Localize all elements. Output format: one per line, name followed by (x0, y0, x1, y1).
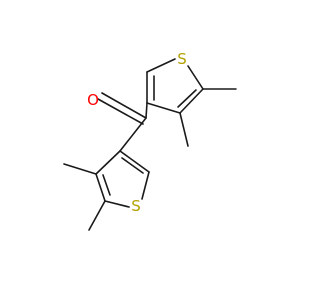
bond-upper-c5-c4-inner (177, 89, 197, 108)
bond-upper-methyl-c4 (179, 112, 189, 147)
atom-sulfur-top: S (177, 50, 187, 68)
bond-upper-c2-s (146, 58, 176, 73)
bond-lower-c4-c3 (95, 150, 121, 175)
molecule-canvas: O S S (63, 50, 237, 231)
atom-labels: O S S (87, 50, 187, 215)
molecule-structure: O S S (63, 50, 237, 231)
bond-carbonyl-upper-ring (145, 102, 148, 119)
bond-lower-methyl-c5 (88, 200, 106, 231)
atom-sulfur-bottom: S (131, 197, 141, 215)
bond-carbonyl-o-1 (101, 92, 147, 119)
bond-upper-c5-c4 (179, 88, 204, 114)
bonds (63, 58, 237, 231)
bond-lower-c3-c2 (119, 150, 150, 173)
bond-upper-c4-c3 (146, 102, 181, 114)
bond-carbonyl-o-2 (97, 98, 144, 125)
bond-carbonyl-lower-ring (119, 117, 147, 152)
bond-lower-c2-s (141, 171, 150, 200)
bond-lower-c3-c2-inner (121, 157, 144, 174)
bond-lower-c5-c4 (95, 173, 106, 202)
bond-upper-s-c5 (187, 65, 204, 90)
atom-oxygen: O (87, 91, 99, 109)
bond-lower-c5-c4-inner (102, 174, 111, 196)
bond-lower-methyl-c4 (63, 163, 97, 175)
bond-lower-s-c5 (104, 200, 130, 208)
